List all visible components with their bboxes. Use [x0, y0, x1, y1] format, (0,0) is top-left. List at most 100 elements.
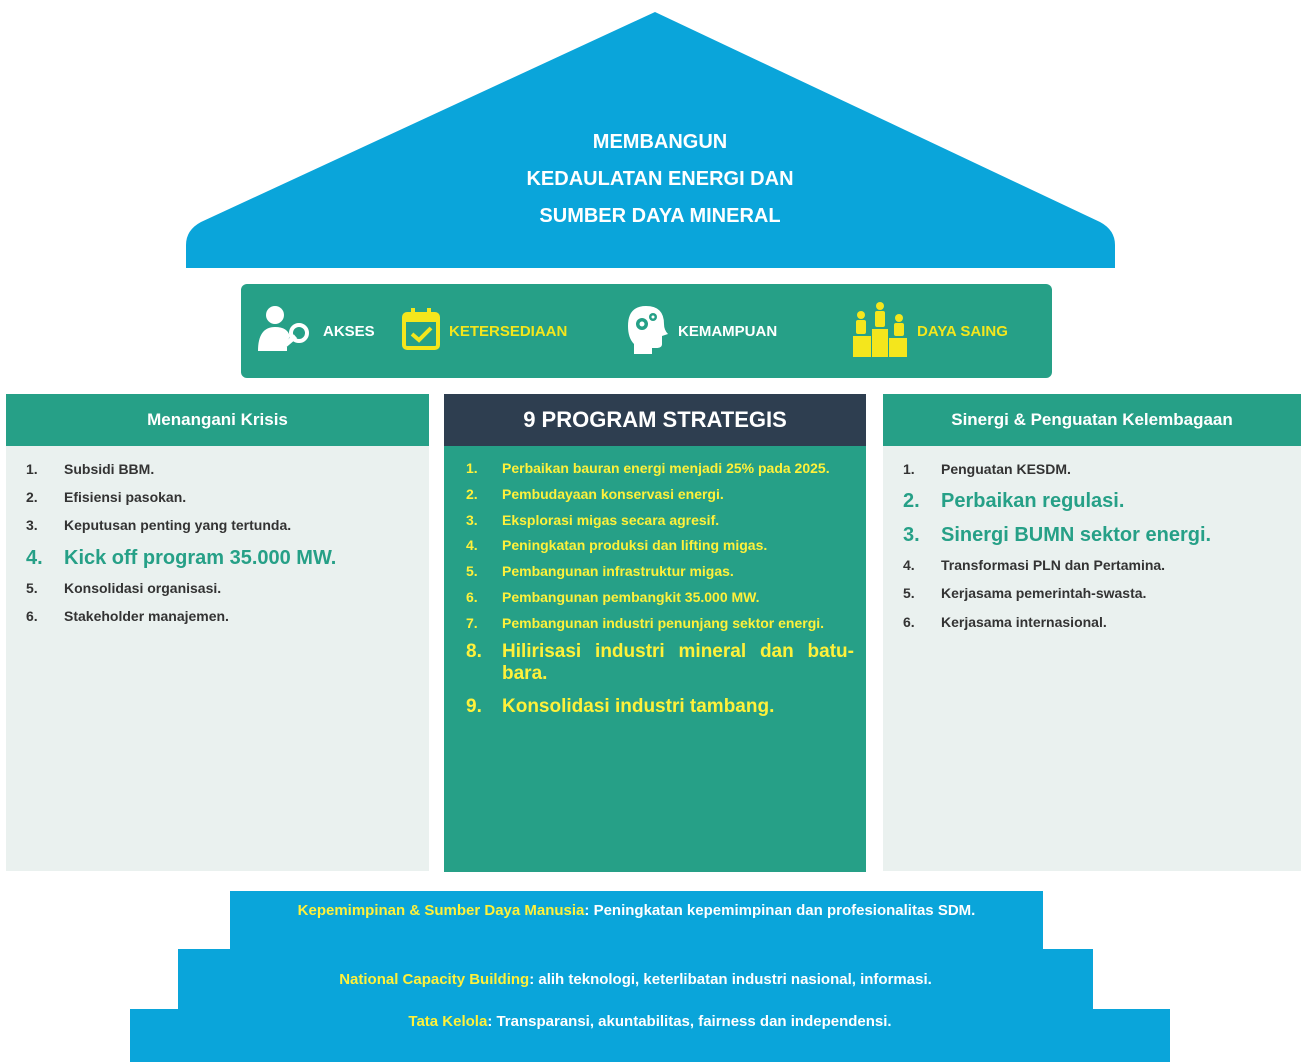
roof-shape: [186, 12, 1115, 268]
center-column-title: 9 PROGRAM STRATEGIS: [523, 407, 787, 432]
list-item: 2. Perbaikan regulasi.: [903, 488, 1281, 514]
pillar-akses: AKSES: [255, 284, 375, 378]
list-item-text: Kerjasama pemerintah-swasta.: [941, 585, 1147, 602]
right-column-body: 1. Penguatan KESDM. 2. Perbaikan regulasi. 3…: [883, 446, 1301, 871]
list-item: 2. Efisiensi pasokan.: [26, 488, 409, 506]
pillar-label: KEMAMPUAN: [678, 322, 778, 340]
list-item: 5. Pembangunan infrastruktur migas.: [466, 563, 854, 580]
list-item-text: Peningkatan produksi dan lifting migas.: [502, 537, 768, 554]
list-item-number: 3.: [903, 524, 920, 547]
list-item-text: Konsolidasi organisasi.: [64, 579, 222, 596]
foundation-step-3: Tata Kelola: Transparansi, akuntabilitas…: [130, 1009, 1170, 1062]
foundation-key: Tata Kelola: [408, 1013, 488, 1030]
list-item-text: Konsolidasi industri tambang.: [502, 696, 775, 718]
list-item-text: Efisiensi pasokan.: [64, 489, 187, 506]
list-item-text: Pembudayaan konservasi energi.: [502, 485, 724, 502]
list-item-number: 5.: [26, 579, 38, 596]
foundation-text: : Peningkatan kepemimpinan dan profesion…: [584, 902, 976, 919]
list-item-number: 6.: [26, 607, 38, 624]
list-item-number: 5.: [466, 563, 478, 580]
list-item-number: 4.: [466, 537, 478, 554]
list-item-number: 2.: [26, 489, 38, 506]
pillars-bar: AKSES KETERSEDIAAN KEMAMPUAN: [241, 284, 1052, 378]
list-item-text: Pembangunan industri penunjang sektor en…: [502, 614, 825, 631]
left-column-header: Menangani Krisis: [6, 394, 429, 446]
list-item-number: 4.: [26, 546, 43, 569]
list-item: 6. Stakeholder manajemen.: [26, 607, 409, 625]
center-column-header: 9 PROGRAM STRATEGIS: [444, 394, 866, 446]
list-item: 1. Subsidi BBM.: [26, 460, 409, 478]
list-item: 5. Konsolidasi organisasi.: [26, 579, 409, 597]
foundation-step-1: Kepemimpinan & Sumber Daya Manusia: Peni…: [230, 891, 1043, 949]
center-column-body: 1. Perbaikan bauran energi menjadi 25% pa…: [444, 446, 866, 872]
right-column-title: Sinergi & Penguatan Kelembagaan: [951, 410, 1233, 429]
list-item: 5. Kerjasama pemerintah-swasta.: [903, 584, 1281, 602]
list-item-text: Stakeholder manajemen.: [64, 607, 229, 624]
roof-title-line: SUMBER DAYA MINERAL: [539, 205, 781, 227]
left-column-body: 1. Subsidi BBM. 2. Efisiensi pasokan. 3.Kepu…: [6, 446, 429, 871]
list-item: 3. Eksplorasi migas secara agresif.: [466, 512, 854, 529]
person-key-icon: [255, 303, 315, 360]
foundation-step-2: National Capacity Building: alih teknolo…: [178, 949, 1093, 1009]
foundation-text: : alih teknologi, keterlibatan industri …: [529, 970, 932, 988]
list-item-text: Perbaikan bauran energi menjadi 25% pada…: [502, 460, 830, 476]
list-item-text: Subsidi BBM.: [64, 461, 155, 477]
right-column: Sinergi & Penguatan Kelembagaan 1. Pengua…: [883, 394, 1301, 871]
list-item: 1. Penguatan KESDM.: [903, 460, 1281, 478]
list-item: 8. Hilirisasi industri mineral dan batu-b…: [466, 641, 854, 687]
list-item: 9. Konsolidasi industri tambang.: [466, 696, 854, 719]
list-item-text: Pembangunan pembangkit 35.000 MW.: [502, 588, 760, 605]
list-item-text: Keputusan penting yang tertunda.: [64, 517, 292, 534]
list-item-number: 9.: [466, 696, 482, 718]
list-item: 6.Pembangunan pembangkit 35.000 MW.: [466, 589, 854, 606]
list-item-text: Perbaikan regulasi.: [941, 490, 1125, 513]
list-item-text: Pembangunan infrastruktur migas.: [502, 563, 734, 580]
pillar-daya-saing: DAYA SAING: [851, 284, 1008, 378]
roof-title-line: KEDAULATAN ENERGI DAN: [526, 168, 794, 190]
list-item-number: 3.: [466, 511, 478, 528]
foundation-key: Kepemimpinan & Sumber Daya Manusia: [297, 902, 585, 919]
list-item-text: Penguatan KESDM.: [941, 461, 1071, 477]
roof-title-line: MEMBANGUN: [592, 131, 728, 153]
pillar-label: DAYA SAING: [917, 322, 1008, 340]
list-item-number: 1.: [903, 461, 915, 477]
list-item: 6.Kerjasama internasional.: [903, 613, 1281, 631]
list-item-number: 2.: [903, 490, 920, 513]
right-list: 1. Penguatan KESDM. 2. Perbaikan regulasi. 3…: [903, 460, 1281, 631]
list-item: 1. Perbaikan bauran energi menjadi 25% pa…: [466, 460, 854, 477]
list-item-number: 1.: [26, 461, 38, 477]
roof-title: MEMBANGUN KEDAULATAN ENERGI DAN SUMBER D…: [480, 124, 840, 235]
podium-people-icon: [851, 301, 909, 362]
left-column-title: Menangani Krisis: [147, 410, 288, 429]
list-item-text: Kick off program 35.000 MW.: [64, 546, 337, 569]
pillar-kemampuan: KEMAMPUAN: [622, 284, 777, 378]
list-item: 4.Transformasi PLN dan Pertamina.: [903, 556, 1281, 574]
list-item: 3. Sinergi BUMN sektor energi.: [903, 522, 1281, 548]
list-item-number: 7.: [466, 614, 478, 631]
list-item-text: Sinergi BUMN sektor energi.: [941, 524, 1212, 547]
list-item: 3.Keputusan penting yang tertunda.: [26, 516, 409, 534]
list-item: 4. Peningkatan produksi dan lifting migas…: [466, 537, 854, 554]
pillar-label: KETERSEDIAAN: [449, 322, 568, 340]
list-item: 4. Kick off program 35.000 MW.: [26, 545, 409, 571]
head-gears-icon: [622, 304, 670, 359]
list-item-text: Eksplorasi migas secara agresif.: [502, 511, 720, 528]
calendar-check-icon: [401, 307, 441, 356]
list-item-text: Transformasi PLN dan Pertamina.: [941, 557, 1166, 574]
center-list: 1. Perbaikan bauran energi menjadi 25% pa…: [466, 460, 854, 719]
foundation-key: National Capacity Building: [339, 970, 530, 988]
list-item-number: 2.: [466, 485, 478, 502]
pillar-ketersediaan: KETERSEDIAAN: [401, 284, 567, 378]
list-item: 2. Pembudayaan konservasi energi.: [466, 486, 854, 503]
list-item-text: Kerjasama internasional.: [941, 613, 1107, 630]
pillar-label: AKSES: [323, 322, 375, 340]
left-list: 1. Subsidi BBM. 2. Efisiensi pasokan. 3.Kepu…: [26, 460, 409, 625]
list-item: 7. Pembangunan industri penunjang sektor …: [466, 615, 854, 632]
foundation-text: : Transparansi, akuntabilitas, fairness …: [487, 1013, 892, 1030]
list-item-number: 1.: [466, 460, 478, 476]
list-item-text: Hilirisasi industri mineral dan batu-bar…: [502, 640, 854, 685]
center-column: 9 PROGRAM STRATEGIS 1. Perbaikan bauran e…: [444, 394, 866, 872]
right-column-header: Sinergi & Penguatan Kelembagaan: [883, 394, 1301, 446]
list-item-number: 5.: [903, 585, 915, 602]
list-item-number: 8.: [466, 640, 482, 662]
